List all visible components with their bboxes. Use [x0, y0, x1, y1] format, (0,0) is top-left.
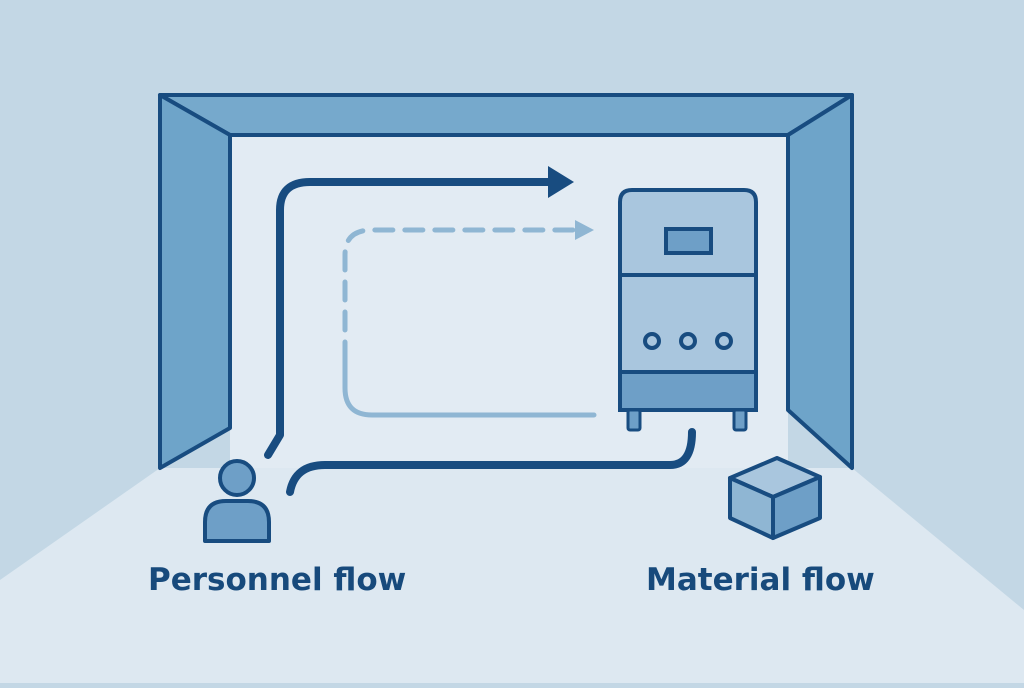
personnel-flow-arrowhead [548, 166, 574, 198]
dashed-route-arrowhead [575, 220, 594, 240]
cube-box-icon [728, 456, 822, 540]
person-icon [203, 459, 271, 543]
frame-top [158, 93, 854, 137]
personnel-flow-label: Personnel flow [148, 562, 407, 598]
light-return-route [342, 357, 597, 418]
material-flow-label: Material flow [646, 562, 875, 598]
personnel-flow-path [264, 178, 554, 459]
frame-right-wall [786, 93, 854, 470]
dashed-route-arrow [342, 227, 578, 363]
equipment-cabinet-icon [618, 188, 758, 432]
material-flow-path [286, 428, 696, 496]
frame-left-wall [158, 93, 232, 470]
